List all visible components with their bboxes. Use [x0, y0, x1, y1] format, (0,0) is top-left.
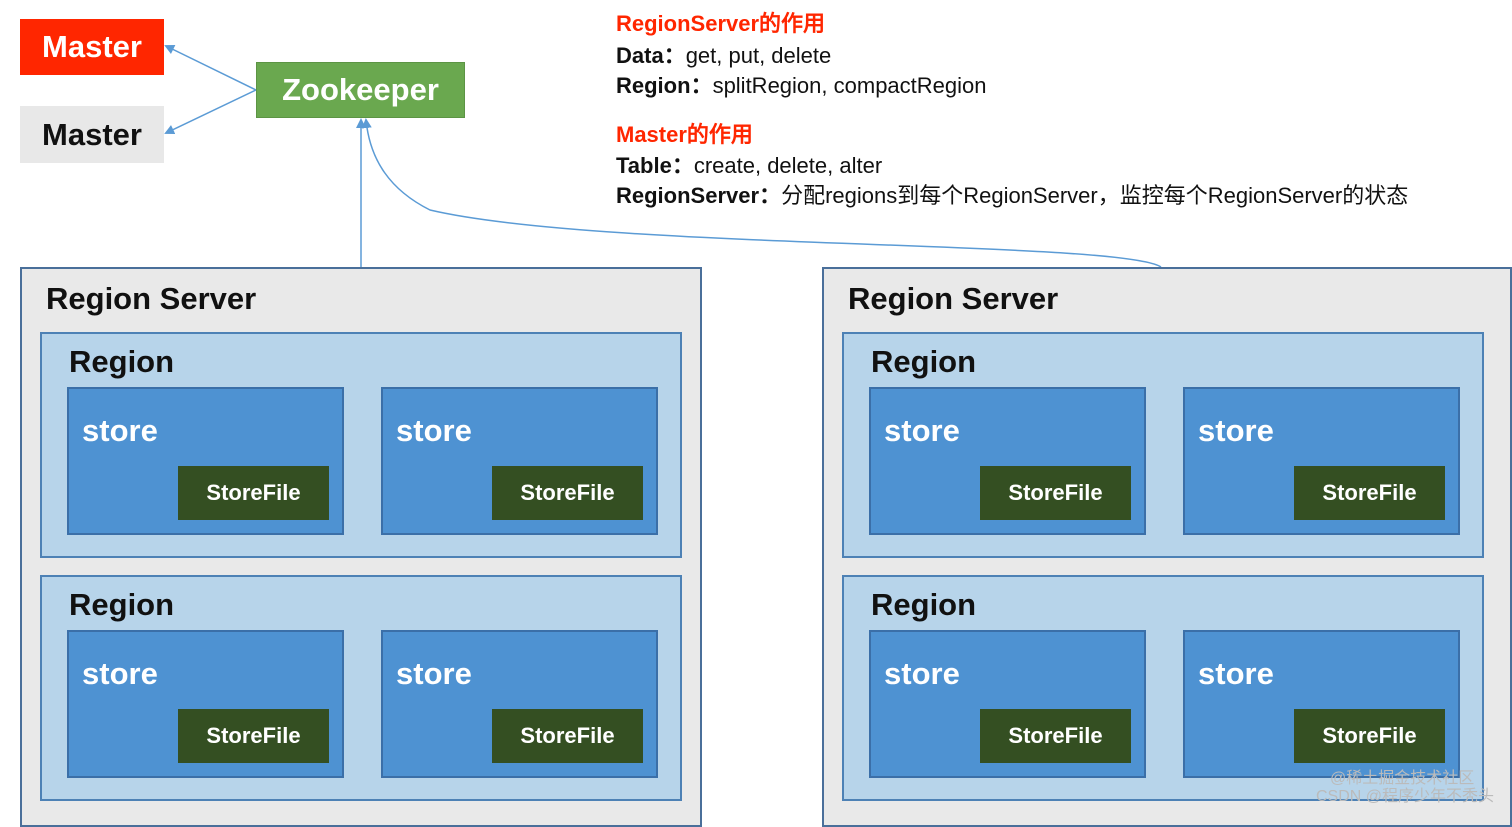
connector-lines — [164, 45, 1162, 268]
region-box: Region store StoreFile store StoreFile — [40, 575, 682, 801]
storefile-box: StoreFile — [1294, 709, 1445, 763]
store-title: store — [884, 413, 960, 448]
region-server-2: Region Server Region store StoreFile sto… — [822, 267, 1512, 827]
storefile-box: StoreFile — [178, 709, 329, 763]
storefile-box: StoreFile — [178, 466, 329, 520]
store-box: store StoreFile — [1183, 387, 1460, 535]
watermark-csdn: CSDN @程序少年不秃头 — [1316, 788, 1495, 805]
store-box: store StoreFile — [67, 387, 344, 535]
region-server-1: Region Server Region store StoreFile sto… — [20, 267, 702, 827]
storefile-box: StoreFile — [492, 466, 643, 520]
storefile-box: StoreFile — [1294, 466, 1445, 520]
storefile-box: StoreFile — [980, 466, 1131, 520]
zk-to-master-backup-arrow — [164, 89, 257, 135]
master-backup-node: Master — [20, 106, 164, 163]
store-title: store — [82, 656, 158, 691]
region-server-title: Region Server — [46, 281, 257, 316]
zk-to-master-active-arrow — [164, 45, 257, 91]
store-box: store StoreFile — [869, 387, 1146, 535]
store-title: store — [396, 656, 472, 691]
region-title: Region — [871, 587, 977, 622]
master-role-regionserver: RegionServer：分配regions到每个RegionServer，监控… — [616, 183, 1409, 208]
region-box: Region store StoreFile store StoreFile — [842, 332, 1484, 558]
regionserver-role-heading: RegionServer的作用 — [616, 11, 826, 36]
store-title: store — [82, 413, 158, 448]
store-box: store StoreFile — [869, 630, 1146, 778]
region-title: Region — [69, 587, 175, 622]
zookeeper-node: Zookeeper — [256, 62, 465, 118]
master-role-table: Table：create, delete, alter — [616, 153, 883, 178]
region-box: Region store StoreFile store StoreFile — [842, 575, 1484, 801]
storefile-box: StoreFile — [980, 709, 1131, 763]
rs2-to-zk-arrow — [361, 118, 1162, 268]
store-box: store StoreFile — [67, 630, 344, 778]
region-box: Region store StoreFile store StoreFile — [40, 332, 682, 558]
master-active-node: Master — [20, 19, 164, 75]
store-title: store — [1198, 413, 1274, 448]
store-title: store — [884, 656, 960, 691]
regionserver-role-region: Region：splitRegion, compactRegion — [616, 73, 987, 98]
store-box: store StoreFile — [1183, 630, 1460, 778]
master-role-heading: Master的作用 — [616, 122, 753, 147]
store-title: store — [1198, 656, 1274, 691]
store-box: store StoreFile — [381, 630, 658, 778]
regionserver-role-data: Data：get, put, delete — [616, 43, 832, 68]
region-title: Region — [871, 344, 977, 379]
store-title: store — [396, 413, 472, 448]
watermark-juejin: @稀土掘金技术社区 — [1330, 770, 1475, 787]
store-box: store StoreFile — [381, 387, 658, 535]
region-server-title: Region Server — [848, 281, 1059, 316]
region-title: Region — [69, 344, 175, 379]
storefile-box: StoreFile — [492, 709, 643, 763]
